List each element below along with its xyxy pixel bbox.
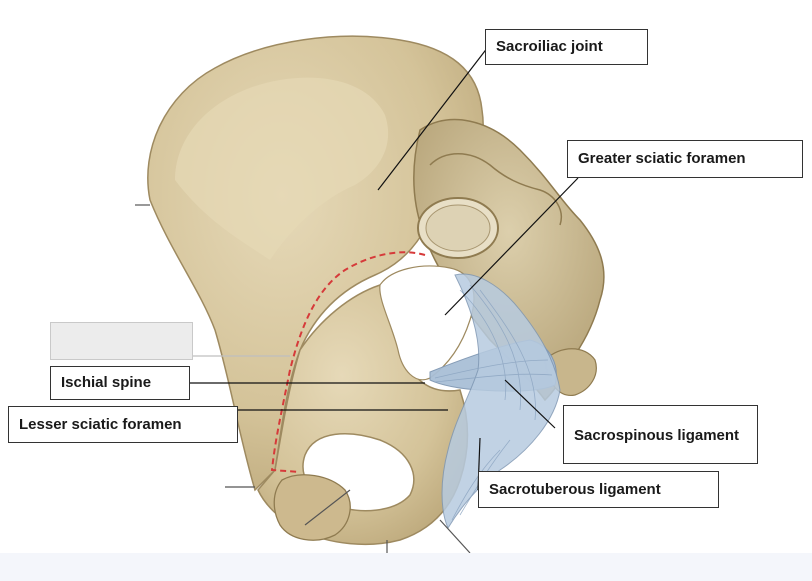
label-sacrospinous-ligament: Sacrospinous ligament (563, 405, 758, 464)
pubic-ramus (273, 474, 351, 541)
label-lesser-sciatic-foramen: Lesser sciatic foramen (8, 406, 238, 443)
leader-lines (135, 46, 579, 554)
sacrotuberous-ligament-shape (441, 273, 561, 530)
sacral-ridge (429, 153, 562, 226)
footer-strip (0, 553, 812, 581)
pelvic-brim-dashed-line (270, 251, 426, 473)
greater-sciatic-foramen-opening (379, 265, 475, 381)
label-sacrotuberous-ligament: Sacrotuberous ligament (478, 471, 719, 508)
blank-label-box (50, 322, 193, 360)
label-sacroiliac-joint: Sacroiliac joint (485, 29, 648, 65)
label-ischial-spine: Ischial spine (50, 366, 190, 400)
label-greater-sciatic-foramen: Greater sciatic foramen (567, 140, 803, 178)
iliac-fossa-shading (175, 77, 389, 261)
